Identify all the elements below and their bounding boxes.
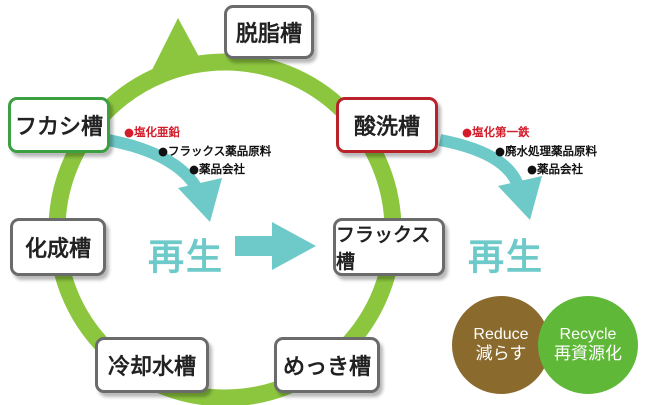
right-regeneration-label: 再生 [468, 237, 545, 278]
tank-chemical: 化成槽 [10, 218, 106, 276]
cycle-arrow-head [148, 18, 204, 78]
tank-plating: めっき槽 [274, 337, 380, 393]
left-product-label: ●塩化亜鉛 [124, 125, 181, 139]
recycle-badge-en: Recycle [559, 325, 617, 343]
right-use-item: ●薬品会社 [527, 162, 584, 176]
left-use-item: ●薬品会社 [189, 162, 246, 176]
reduce-badge-en: Reduce [473, 325, 529, 343]
recycle-badge: Recycle 再資源化 [538, 296, 638, 394]
reduce-badge: Reduce 減らす [452, 296, 550, 394]
tank-cooling: 冷却水槽 [95, 337, 209, 393]
tank-degreasing: 脱脂槽 [224, 5, 314, 59]
tank-flux: フラックス槽 [333, 218, 445, 276]
right-recycle-arrow-head [498, 176, 542, 220]
tank-hydrofluoric: フカシ槽 [8, 97, 110, 153]
middle-arrow-head [272, 222, 316, 270]
left-use-item: ●フラックス薬品原料 [158, 144, 272, 158]
right-use-item: ●廃水処理薬品原料 [495, 144, 598, 158]
tank-pickling: 酸洗槽 [336, 97, 438, 153]
reduce-badge-jp: 減らす [475, 344, 527, 364]
right-product-label: ●塩化第一鉄 [462, 125, 530, 139]
recycle-badge-jp: 再資源化 [554, 344, 622, 364]
left-regeneration-label: 再生 [148, 237, 225, 278]
left-recycle-arrow-head [178, 178, 222, 222]
middle-arrow-shaft [235, 236, 277, 256]
